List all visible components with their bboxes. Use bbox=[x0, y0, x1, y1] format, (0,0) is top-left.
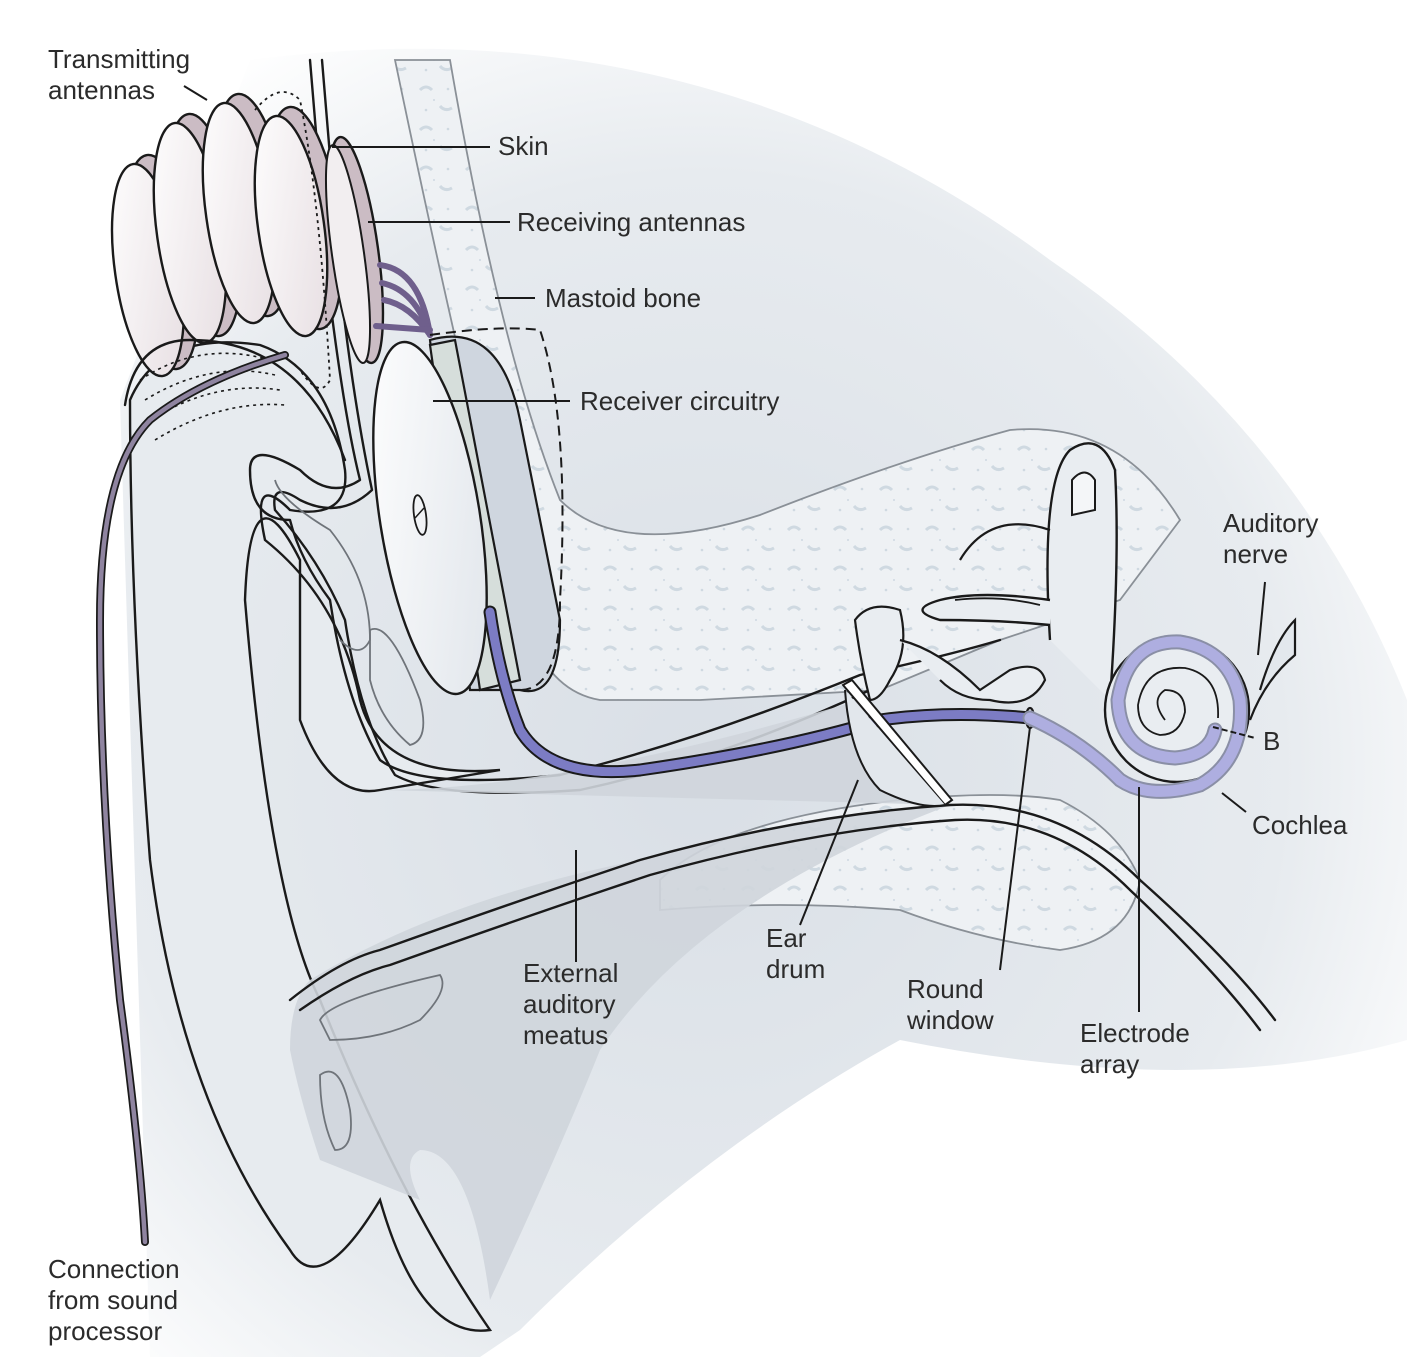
leader-lines bbox=[183, 85, 1266, 1012]
transmitting-antenna-disc bbox=[253, 105, 344, 338]
receiving-antenna bbox=[324, 135, 385, 365]
skin-outline bbox=[248, 58, 1002, 782]
label-receiver-circuitry: Receiver circuitry bbox=[580, 386, 780, 416]
cochlea bbox=[1022, 617, 1297, 799]
pinna bbox=[128, 341, 501, 1332]
label-external-auditory-meatus: External auditory meatus bbox=[523, 958, 619, 1050]
canal-lower-wall bbox=[288, 803, 1277, 1022]
receiver-circuitry bbox=[372, 327, 564, 696]
label-mastoid-bone: Mastoid bone bbox=[545, 283, 702, 313]
label-round-window: Round window bbox=[907, 974, 994, 1035]
label-auditory-nerve: Auditory nerve bbox=[1223, 508, 1319, 569]
ossicles bbox=[853, 605, 1047, 704]
label-electrode-array: Electrode array bbox=[1080, 1018, 1190, 1079]
antihelix-ridge bbox=[274, 479, 371, 651]
leader-b bbox=[1212, 726, 1256, 739]
antenna-wires bbox=[373, 262, 433, 338]
leader-cochlea bbox=[1221, 792, 1247, 813]
label-receiving-antennas: Receiving antennas bbox=[517, 207, 746, 237]
label-connection: Connection from sound processor bbox=[48, 1254, 180, 1346]
ear-drum bbox=[841, 678, 954, 807]
label-cochlea: Cochlea bbox=[1252, 810, 1348, 840]
transmitting-antennas bbox=[110, 91, 344, 389]
leader-ear-drum bbox=[799, 779, 859, 926]
lobule-ridge-2 bbox=[319, 1070, 352, 1151]
concha-ridge bbox=[369, 628, 425, 746]
leader-round-window bbox=[999, 726, 1031, 971]
lobule-ridge bbox=[318, 973, 444, 1041]
label-skin: Skin bbox=[498, 131, 549, 161]
label-ear-drum: Ear drum bbox=[766, 923, 826, 984]
screw-icon bbox=[412, 494, 428, 536]
semicircular-canals bbox=[921, 442, 1118, 701]
label-transmitting-antennas: Transmitting antennas bbox=[48, 44, 191, 105]
leader-transmitting bbox=[183, 85, 208, 101]
label-b: B bbox=[1263, 726, 1281, 756]
head-outline bbox=[123, 338, 347, 462]
external-auditory-meatus bbox=[290, 700, 950, 1300]
leader-auditory-nerve bbox=[1257, 581, 1266, 656]
